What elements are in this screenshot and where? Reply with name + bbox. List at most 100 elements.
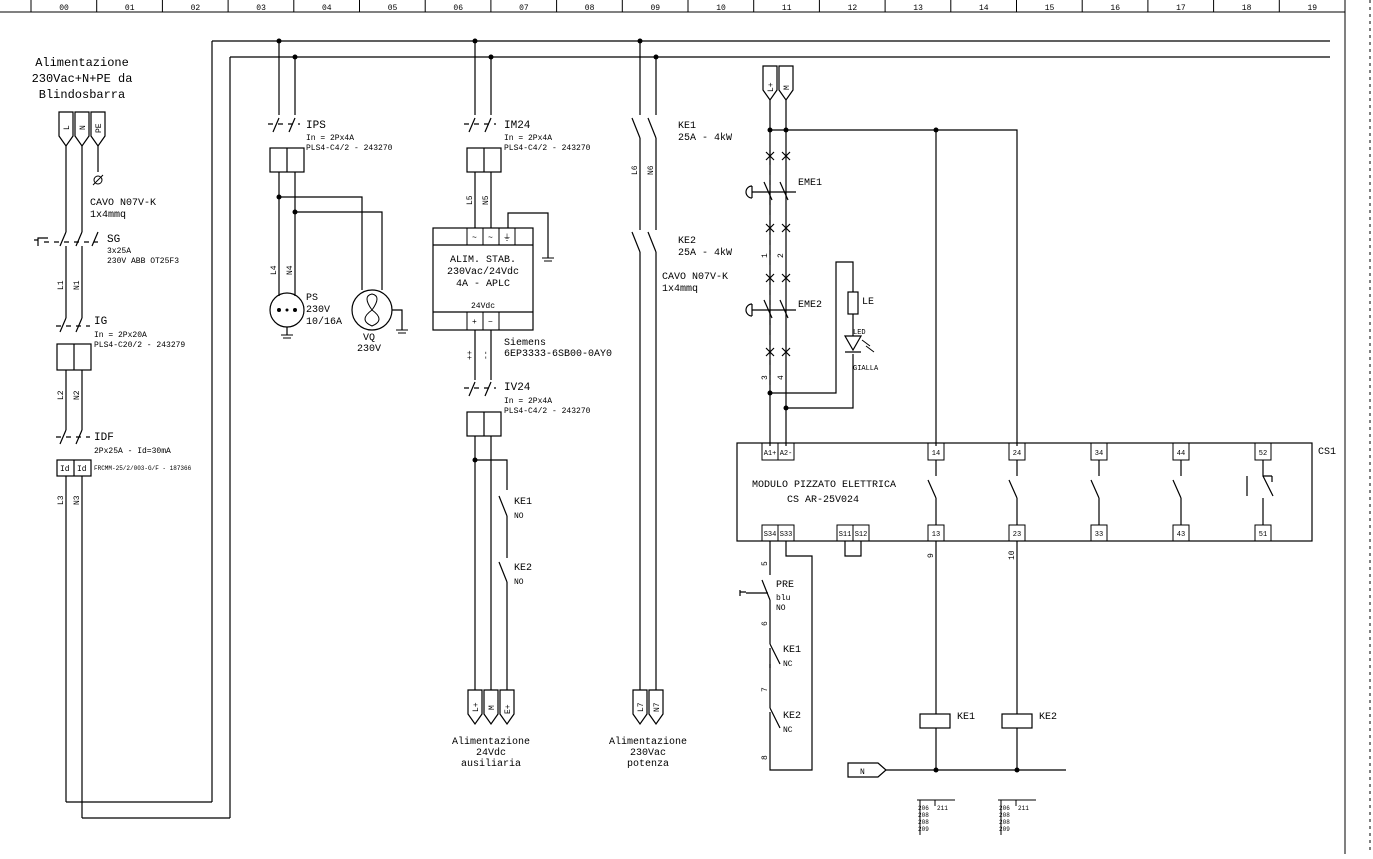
svg-text:4: 4 — [777, 375, 786, 380]
ke1-nc-l1: NC — [783, 660, 793, 669]
ke1-nc-tag: KE1 — [783, 645, 801, 656]
conductor-cross — [781, 273, 791, 283]
ips-l2: PLS4-C4/2 - 243270 — [306, 144, 393, 153]
svg-text:209: 209 — [918, 826, 929, 833]
coil2-tag: KE2 — [1039, 712, 1057, 723]
module-terminal-label: 51 — [1259, 531, 1267, 539]
svg-text:Id: Id — [77, 465, 87, 474]
column-label: 12 — [848, 4, 858, 13]
le-l2: GIALLA — [853, 365, 879, 373]
column-label: 16 — [1110, 4, 1120, 13]
ips-tag: IPS — [306, 120, 326, 132]
column-label: 02 — [191, 4, 201, 13]
svg-text:N5: N5 — [482, 195, 491, 205]
svg-text:211: 211 — [1018, 805, 1029, 812]
ips-branch: IPS In = 2Px4A PLS4-C4/2 - 243270 L4 N4 … — [268, 38, 408, 355]
idf-rcbo: Id Id IDF 2Px25A - Id=30mA FRCMM-25/2/00… — [56, 429, 192, 818]
column-label: 14 — [979, 4, 989, 13]
module-terminal-label: 44 — [1177, 450, 1185, 458]
cross-references: 206 211 208 208 209 206 211 208 208 209 — [917, 799, 1036, 835]
module-terminal-label: 23 — [1013, 531, 1021, 539]
svg-text:209: 209 — [999, 826, 1010, 833]
ps-tag: PS — [306, 293, 318, 304]
svg-text:L7: L7 — [637, 702, 646, 712]
im24-l1: In = 2Px4A — [504, 134, 552, 143]
control-supply: L+ M — [762, 65, 1018, 446]
sg-switch: SG 3x25A 230V ABB OT25F3 L1 N1 — [34, 231, 179, 290]
svg-text:L+: L+ — [472, 702, 481, 712]
psu-l3: 4A - APLC — [456, 279, 510, 290]
svg-text:206: 206 — [999, 805, 1010, 812]
svg-text:N6: N6 — [647, 165, 656, 175]
conductor-cross — [765, 273, 775, 283]
ips-l1: In = 2Px4A — [306, 134, 354, 143]
cable2-name: CAVO N07V-K — [662, 272, 728, 283]
supply-line2: 230Vac+N+PE da — [32, 72, 133, 86]
svg-text:208: 208 — [999, 819, 1010, 826]
svg-text:2: 2 — [777, 253, 786, 258]
column-label: 01 — [125, 4, 135, 13]
supply-line3: Blindosbarra — [39, 88, 125, 102]
psu-brand: Siemens — [504, 337, 546, 349]
out24-l1: Alimentazione — [452, 736, 530, 748]
ke2-power-l1: 25A - 4kW — [678, 247, 732, 259]
im24-tag: IM24 — [504, 120, 531, 132]
module-terminal-label: 43 — [1177, 531, 1185, 539]
emergency-stops: EME1 EME2 1 2 3 4 — [745, 151, 854, 411]
svg-text:L1: L1 — [57, 280, 66, 290]
svg-text:~: ~ — [488, 234, 493, 243]
cable1-spec: 1x4mmq — [90, 210, 126, 221]
svg-text:N: N — [860, 768, 865, 777]
module-terminal-label: 34 — [1095, 450, 1103, 458]
column-label: 04 — [322, 4, 332, 13]
psu-l1: ALIM. STAB. — [450, 255, 516, 266]
column-label: 03 — [256, 4, 266, 13]
svg-text:3: 3 — [761, 375, 770, 380]
ke2-aux-tag: KE2 — [514, 563, 532, 574]
module-terminal-label: 13 — [932, 531, 940, 539]
ke1-power-l1: 25A - 4kW — [678, 132, 732, 144]
led-indicator: LE LED GIALLA — [843, 291, 879, 373]
module-id: CS1 — [1318, 447, 1336, 458]
idf-tag: IDF — [94, 432, 114, 444]
iv24-l2: PLS4-C4/2 - 243270 — [504, 407, 591, 416]
svg-text:1: 1 — [761, 253, 770, 258]
module-terminal-label: S33 — [780, 531, 793, 539]
psu-l4: 24Vdc — [471, 302, 495, 311]
svg-text:8: 8 — [761, 755, 770, 760]
psu-code: 6EP3333-6SB00-0AY0 — [504, 349, 612, 360]
conductor-cross — [765, 223, 775, 233]
svg-text:⏚: ⏚ — [503, 233, 511, 243]
svg-text:E+: E+ — [504, 704, 513, 714]
main-bus — [66, 40, 1330, 819]
pre-l1: blu — [776, 594, 791, 603]
svg-text:N4: N4 — [286, 265, 295, 275]
column-label: 00 — [59, 4, 69, 13]
le-l1: LED — [853, 329, 866, 337]
main-wires: CAVO N07V-K 1x4mmq — [65, 146, 156, 232]
svg-text:~: ~ — [472, 234, 477, 243]
svg-text:N3: N3 — [73, 495, 82, 505]
pre-tag: PRE — [776, 580, 794, 591]
term-N: N — [79, 125, 88, 130]
im24-l2: PLS4-C4/2 - 243270 — [504, 144, 591, 153]
conductor-cross — [765, 151, 775, 161]
column-label: 07 — [519, 4, 529, 13]
ig-l1: In = 2Px20A — [94, 331, 147, 340]
out24-l3: ausiliaria — [461, 758, 521, 770]
module-terminal-label: S34 — [764, 531, 777, 539]
out230-l3: potenza — [627, 759, 669, 770]
ke1-aux-l1: NO — [514, 512, 524, 521]
module-terminal-label: 14 — [932, 450, 940, 458]
term-PE: PE — [95, 123, 104, 133]
le-tag: LE — [862, 297, 874, 308]
iv24-branch: IV24 In = 2Px4A PLS4-C4/2 - 243270 KE1 N… — [452, 381, 591, 770]
module-terminal-label: 24 — [1013, 450, 1021, 458]
column-label: 19 — [1307, 4, 1317, 13]
safety-module: CS1 MODULO PIZZATO ELETTRICA CS AR-25V02… — [736, 442, 1336, 557]
svg-text:N2: N2 — [73, 390, 82, 400]
reset-chain: 5 PRE blu NO 6 KE1 NC 7 KE2 NC 8 — [739, 541, 813, 771]
idf-l1: 2Px25A - Id=30mA — [94, 447, 171, 456]
psu-l2: 230Vac/24Vdc — [447, 266, 519, 278]
